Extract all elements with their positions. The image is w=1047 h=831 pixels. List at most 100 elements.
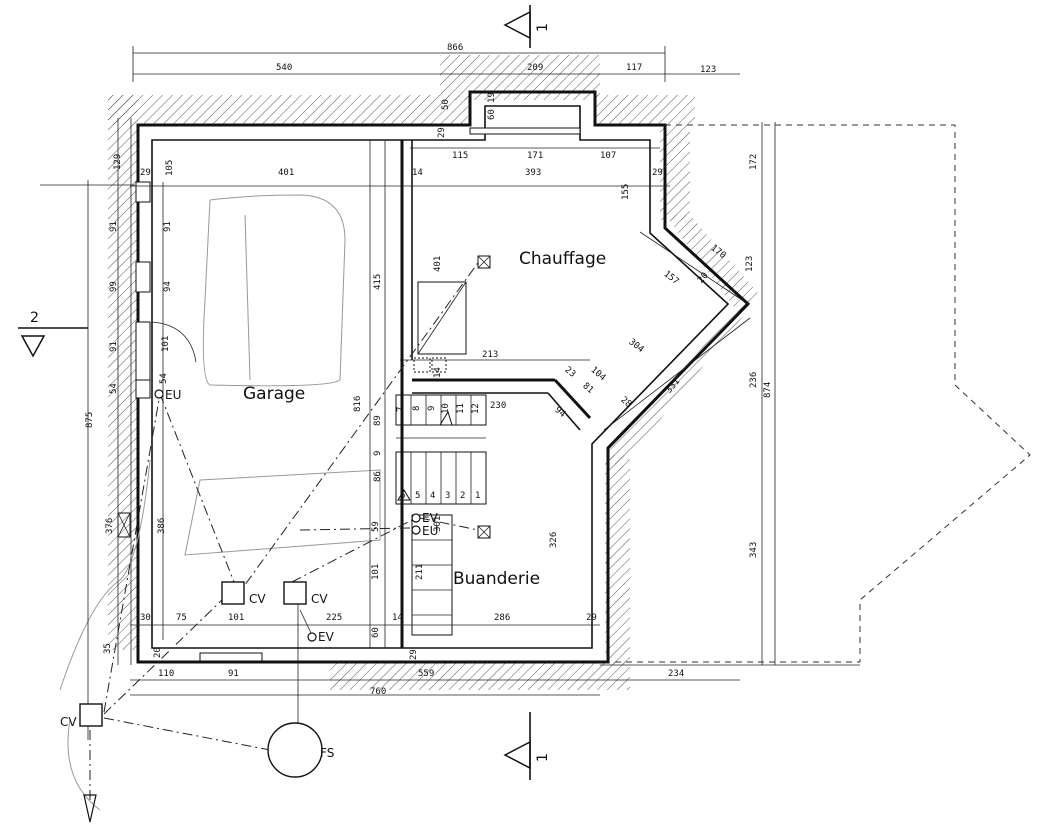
drainage-lines <box>89 259 481 800</box>
dim-172: 172 <box>749 154 759 170</box>
cv-label-1: CV <box>249 592 266 606</box>
dim-29-r: 29 <box>652 168 663 178</box>
section-top-label: 1 <box>535 23 551 32</box>
dim-393: 393 <box>525 168 541 178</box>
eu-label-buanderie: EU <box>422 524 438 538</box>
outlet-arrow <box>83 794 97 823</box>
stair-9: 9 <box>427 406 437 411</box>
eu-label-garage: EU <box>165 388 181 402</box>
dim-171: 171 <box>527 151 543 161</box>
dimension-lines <box>40 46 860 740</box>
dim-60: 60 <box>487 109 497 120</box>
dim-28: 28 <box>618 395 633 410</box>
stair-11: 11 <box>456 403 466 414</box>
dim-157: 157 <box>662 269 681 287</box>
stair-3: 3 <box>445 491 450 501</box>
dim-14-top: 14 <box>412 168 423 178</box>
stair-1: 1 <box>475 491 480 501</box>
dim-89: 89 <box>373 415 383 426</box>
dim-301: 301 <box>433 516 443 532</box>
dim-760: 760 <box>370 687 386 697</box>
dim-54-a: 54 <box>109 383 119 394</box>
stair-7: 7 <box>396 407 406 412</box>
dim-225: 225 <box>326 613 342 623</box>
room-chauffage-label: Chauffage <box>519 249 606 269</box>
dim-386: 386 <box>157 518 167 534</box>
stair-4: 4 <box>430 491 435 501</box>
dim-376: 376 <box>105 518 115 534</box>
section-marker-top: 1 <box>503 5 551 48</box>
dim-213: 213 <box>482 350 498 360</box>
cv-label-outside: CV <box>60 715 77 729</box>
dim-35: 35 <box>103 643 113 654</box>
ev-label-buanderie: EV <box>422 511 439 525</box>
dim-230: 230 <box>490 401 506 411</box>
stair-2: 2 <box>460 491 465 501</box>
dim-60-b: 60 <box>371 627 381 638</box>
dim-326: 326 <box>549 532 559 548</box>
stair-numbers: 7 8 9 10 11 12 6 5 4 3 2 1 <box>396 403 481 501</box>
dim-94-b: 94 <box>552 405 567 420</box>
dim-105: 105 <box>165 160 175 176</box>
dim-415: 415 <box>373 274 383 290</box>
cv-boxes <box>79 389 421 778</box>
dim-91-b: 91 <box>163 221 173 232</box>
left-openings <box>135 181 263 662</box>
dim-86: 86 <box>373 471 383 482</box>
stair-6: 6 <box>400 491 405 501</box>
stair-12: 12 <box>471 403 481 414</box>
section-marker-left: 2 <box>18 310 88 358</box>
dim-104: 104 <box>588 365 607 383</box>
ev-label-garage: EV <box>318 630 335 644</box>
dim-9: 9 <box>373 451 383 456</box>
dim-304: 304 <box>627 337 646 355</box>
stair-10: 10 <box>441 403 451 414</box>
dim-540: 540 <box>276 63 292 73</box>
dim-75: 75 <box>176 613 187 623</box>
dim-81: 81 <box>580 381 595 396</box>
section-bottom-label: 1 <box>535 753 551 762</box>
dim-14-b: 14 <box>392 613 403 623</box>
dim-19: 19 <box>487 92 497 103</box>
dim-401-v: 401 <box>433 256 443 272</box>
dim-20-b: 20 <box>153 647 163 658</box>
dim-91-c: 91 <box>109 341 119 352</box>
cv-label-2: CV <box>311 592 328 606</box>
dim-29-br: 29 <box>586 613 597 623</box>
dim-211: 211 <box>415 564 425 580</box>
dim-101-c: 101 <box>228 613 244 623</box>
room-garage-label: Garage <box>243 384 305 404</box>
room-buanderie-label: Buanderie <box>453 569 540 589</box>
dim-559: 559 <box>418 669 434 679</box>
stair-8: 8 <box>412 406 422 411</box>
dim-23: 23 <box>562 365 577 380</box>
interior-walls <box>400 127 592 648</box>
dim-14-v: 14 <box>433 367 443 378</box>
dim-117: 117 <box>626 63 642 73</box>
dim-866: 866 <box>447 43 463 53</box>
dim-155: 155 <box>621 184 631 200</box>
dim-123-r: 123 <box>745 256 755 272</box>
section-left-label: 2 <box>30 310 39 326</box>
dim-875: 875 <box>85 412 95 428</box>
dim-29-top: 29 <box>437 127 447 138</box>
terrace-outline <box>608 124 1031 663</box>
dim-101-a: 101 <box>161 336 171 352</box>
fs-label: FS <box>320 746 334 760</box>
dim-101-b: 101 <box>371 564 381 580</box>
staircase <box>395 394 487 636</box>
dim-91-d: 91 <box>228 669 239 679</box>
dim-209: 209 <box>527 63 543 73</box>
section-marker-bottom: 1 <box>503 712 551 780</box>
dim-99: 99 <box>109 281 119 292</box>
dim-54-b: 54 <box>159 373 169 384</box>
dim-59: 59 <box>371 521 381 532</box>
exterior-walls <box>136 90 751 664</box>
dim-874: 874 <box>763 382 773 398</box>
dim-50: 50 <box>441 99 451 110</box>
stair-5: 5 <box>415 491 420 501</box>
dim-30: 30 <box>140 613 151 623</box>
dim-91-a: 91 <box>109 221 119 232</box>
dim-29-b: 29 <box>409 649 419 660</box>
